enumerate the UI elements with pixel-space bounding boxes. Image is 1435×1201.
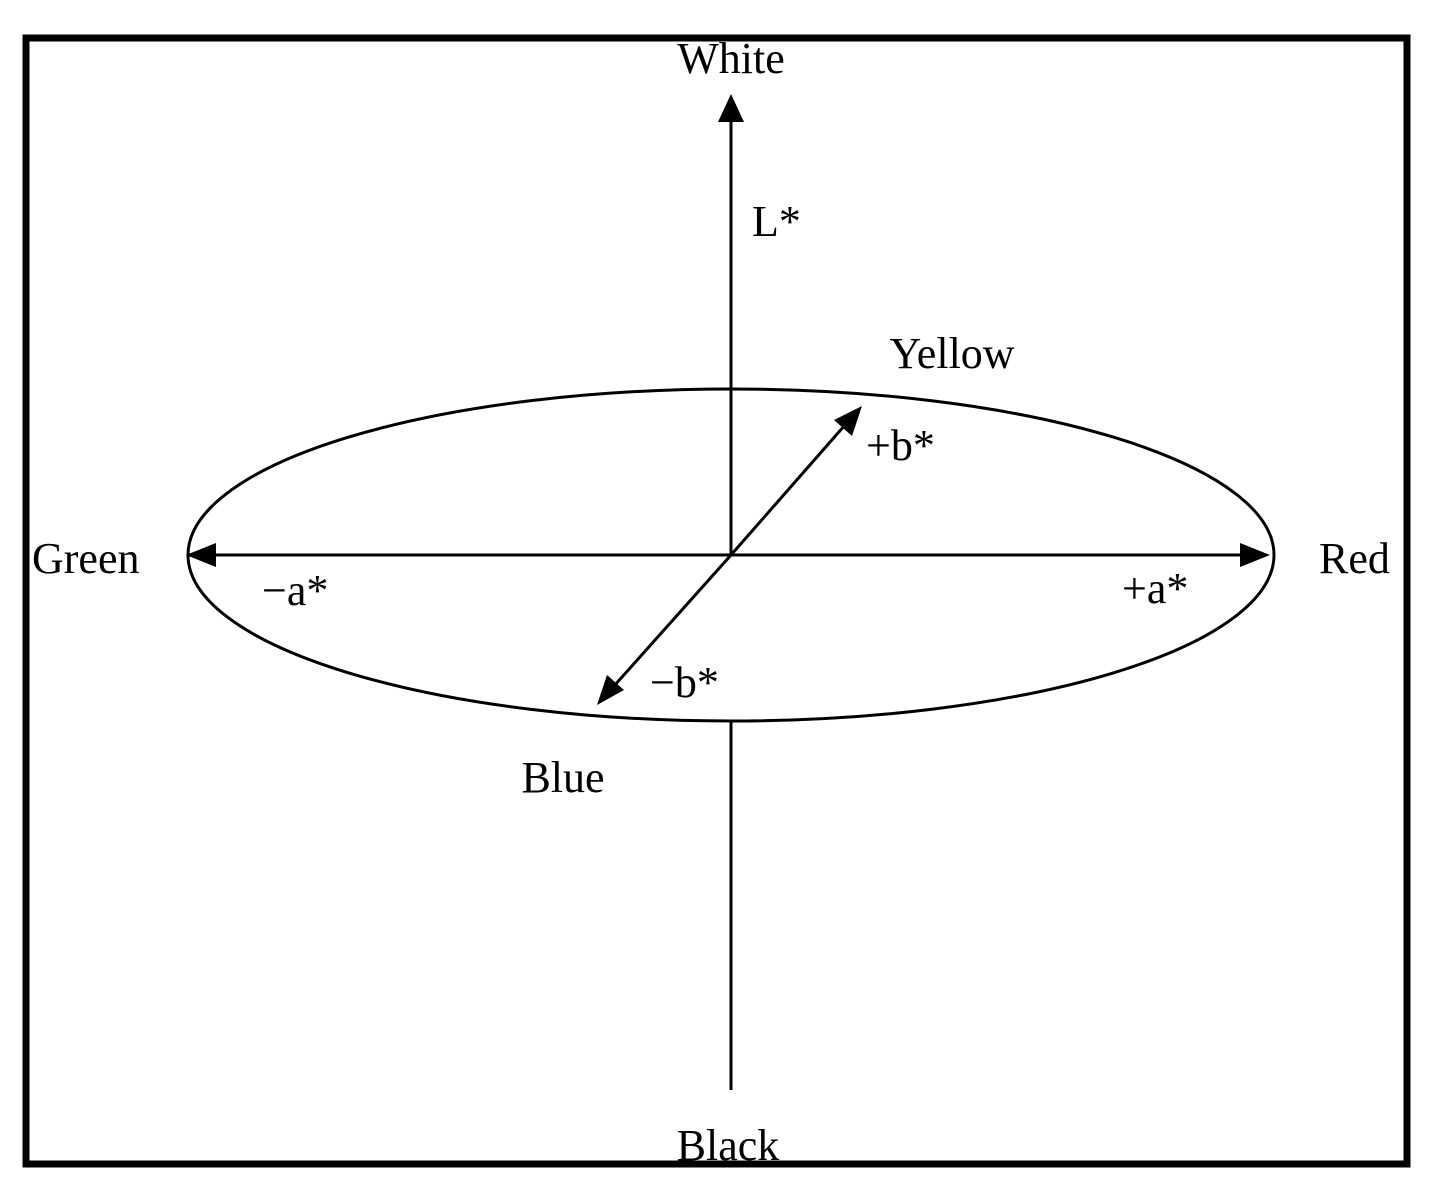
blue-label: Blue	[521, 753, 604, 802]
plus-a-label: +a*	[1122, 564, 1188, 613]
minus-a-label: −a*	[262, 566, 328, 615]
yellow-label: Yellow	[889, 329, 1014, 378]
plus-a-arrowhead	[1240, 543, 1270, 567]
minus-b-arrowhead	[597, 675, 624, 705]
plus-b-axis-line	[729, 424, 847, 556]
red-label: Red	[1319, 534, 1390, 583]
green-label: Green	[32, 534, 140, 583]
minus-b-label: −b*	[650, 658, 719, 707]
l-axis-arrowhead	[718, 94, 744, 122]
plus-b-arrowhead	[834, 406, 862, 436]
black-label: Black	[677, 1121, 780, 1170]
plus-b-label: +b*	[866, 421, 935, 470]
l-axis-label: L*	[752, 197, 801, 246]
minus-a-arrowhead	[186, 543, 216, 567]
diagram-frame	[22, 34, 1411, 1168]
minus-b-axis-line	[612, 554, 733, 687]
white-label: White	[677, 34, 785, 83]
